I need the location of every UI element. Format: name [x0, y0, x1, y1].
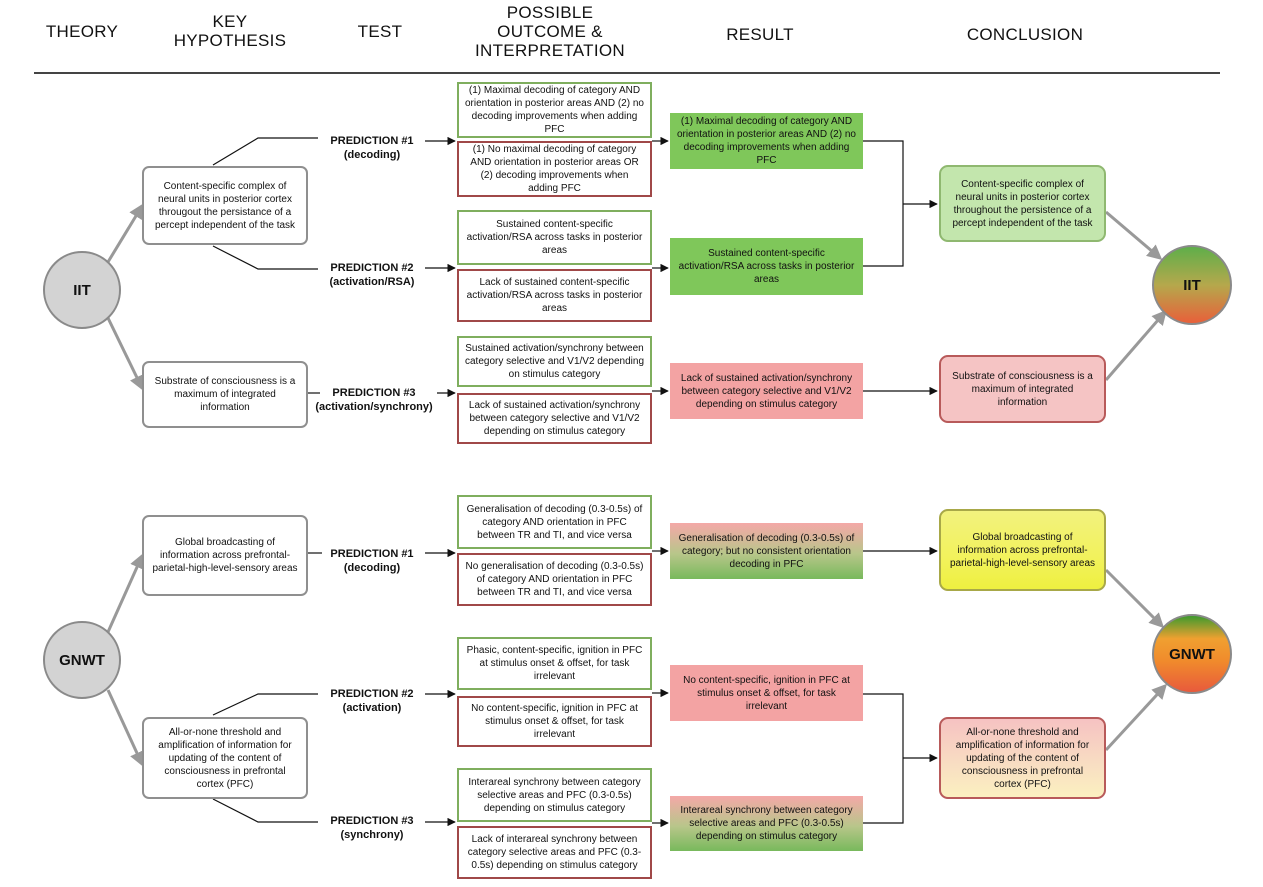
- verdict-iit-circle: IIT: [1152, 245, 1232, 325]
- outcome-iit-p1-positive: (1) Maximal decoding of category AND ori…: [457, 82, 652, 138]
- hypothesis-gnwt-broadcast: Global broadcasting of information acros…: [142, 515, 308, 596]
- outcome-gnwt-p1-positive: Generalisation of decoding (0.3-0.5s) of…: [457, 495, 652, 549]
- header-key-hypothesis: KEY HYPOTHESIS: [173, 12, 287, 50]
- conclusion-iit-content-specific: Content-specific complex of neural units…: [939, 165, 1106, 242]
- hypothesis-iit-substrate: Substrate of consciousness is a maximum …: [142, 361, 308, 428]
- outcome-iit-p3-negative: Lack of sustained activation/synchrony b…: [457, 393, 652, 444]
- outcome-iit-p2-negative: Lack of sustained content-specific activ…: [457, 269, 652, 322]
- result-gnwt-3: Interareal synchrony between category se…: [670, 796, 863, 851]
- verdict-gnwt-label: GNWT: [1169, 645, 1215, 663]
- header-test: TEST: [357, 22, 403, 41]
- outcome-gnwt-p3-positive: Interareal synchrony between category se…: [457, 768, 652, 822]
- theory-iit-circle: IIT: [43, 251, 121, 329]
- conclusion-iit-substrate: Substrate of consciousness is a maximum …: [939, 355, 1106, 423]
- outcome-iit-p1-negative: (1) No maximal decoding of category AND …: [457, 141, 652, 197]
- verdict-gnwt-circle: GNWT: [1152, 614, 1232, 694]
- outcome-gnwt-p1-negative: No generalisation of decoding (0.3-0.5s)…: [457, 553, 652, 606]
- outcome-gnwt-p2-negative: No content-specific, ignition in PFC at …: [457, 696, 652, 747]
- header-conclusion: CONCLUSION: [966, 25, 1084, 44]
- outcome-iit-p3-positive: Sustained activation/synchrony between c…: [457, 336, 652, 387]
- result-iit-1: (1) Maximal decoding of category AND ori…: [670, 113, 863, 169]
- header-divider: [34, 72, 1220, 74]
- prediction-gnwt-3: PREDICTION #3 (synchrony): [330, 815, 414, 841]
- theory-gnwt-label: GNWT: [59, 651, 105, 669]
- conclusion-gnwt-ignition: All-or-none threshold and amplification …: [939, 717, 1106, 799]
- prediction-gnwt-2: PREDICTION #2 (activation): [330, 688, 414, 714]
- result-iit-3: Lack of sustained activation/synchrony b…: [670, 363, 863, 419]
- header-result: RESULT: [726, 25, 794, 44]
- prediction-iit-2: PREDICTION #2 (activation/RSA): [329, 262, 415, 288]
- header-theory: THEORY: [45, 22, 119, 41]
- result-gnwt-1: Generalisation of decoding (0.3-0.5s) of…: [670, 523, 863, 579]
- prediction-iit-3: PREDICTION #3 (activation/synchrony): [315, 387, 433, 413]
- hypothesis-iit-content-specific: Content-specific complex of neural units…: [142, 166, 308, 245]
- theory-gnwt-circle: GNWT: [43, 621, 121, 699]
- verdict-iit-label: IIT: [1183, 276, 1201, 294]
- result-gnwt-2: No content-specific, ignition in PFC at …: [670, 665, 863, 721]
- outcome-iit-p2-positive: Sustained content-specific activation/RS…: [457, 210, 652, 265]
- prediction-gnwt-1: PREDICTION #1 (decoding): [330, 548, 414, 574]
- hypothesis-gnwt-ignition: All-or-none threshold and amplification …: [142, 717, 308, 799]
- prediction-iit-1: PREDICTION #1 (decoding): [330, 135, 414, 161]
- conclusion-gnwt-broadcast: Global broadcasting of information acros…: [939, 509, 1106, 591]
- result-iit-2: Sustained content-specific activation/RS…: [670, 238, 863, 295]
- header-possible-outcome: POSSIBLE OUTCOME & INTERPRETATION: [475, 3, 625, 60]
- outcome-gnwt-p3-negative: Lack of interareal synchrony between cat…: [457, 826, 652, 879]
- outcome-gnwt-p2-positive: Phasic, content-specific, ignition in PF…: [457, 637, 652, 690]
- theory-iit-label: IIT: [73, 281, 91, 299]
